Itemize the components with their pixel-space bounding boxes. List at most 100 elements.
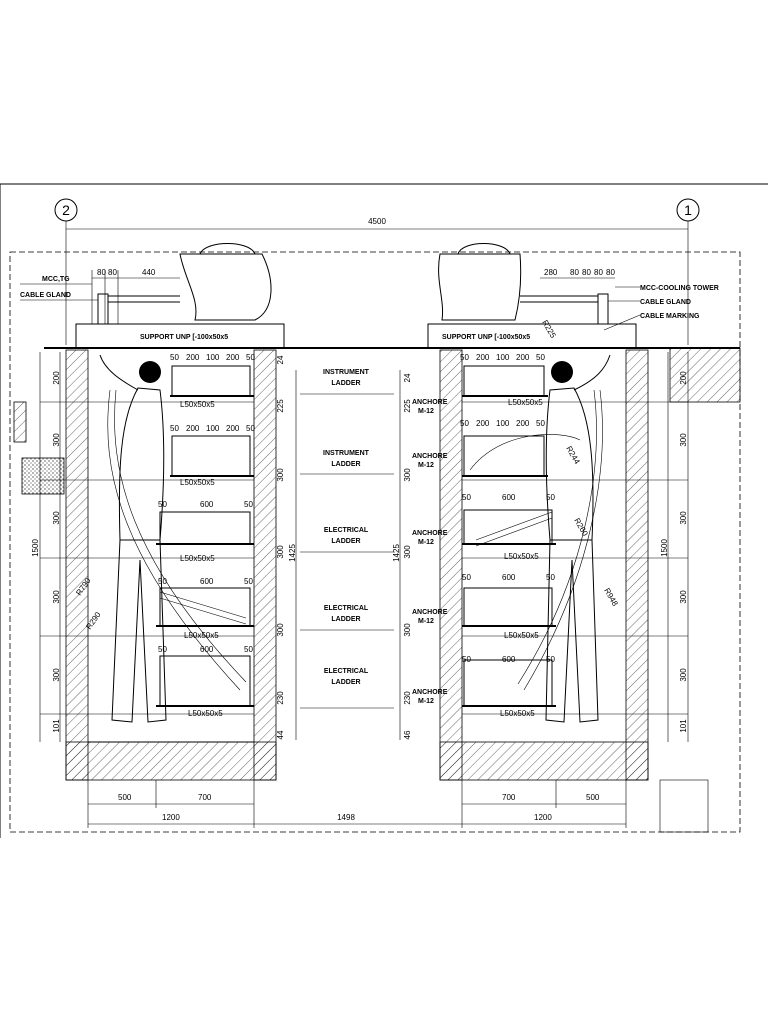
svg-text:700: 700 <box>198 793 212 802</box>
right-worker-figure: R225 R244 R260 R948 <box>469 319 620 723</box>
svg-text:50: 50 <box>244 500 253 509</box>
overall-dimension: 4500 <box>66 217 688 230</box>
svg-text:80: 80 <box>97 268 106 277</box>
svg-text:R244: R244 <box>564 445 582 467</box>
svg-text:2: 2 <box>62 202 70 218</box>
svg-text:300: 300 <box>403 545 412 559</box>
svg-text:50: 50 <box>246 424 255 433</box>
svg-text:300: 300 <box>679 590 688 604</box>
svg-text:1500: 1500 <box>31 539 40 557</box>
svg-text:100: 100 <box>206 353 220 362</box>
right-trench: SUPPORT UNP [-100x50x5 280 80 80 80 80 M… <box>427 243 719 781</box>
svg-text:24: 24 <box>403 373 412 382</box>
svg-text:225: 225 <box>276 399 285 413</box>
svg-text:300: 300 <box>679 668 688 682</box>
svg-text:600: 600 <box>502 573 516 582</box>
svg-text:600: 600 <box>502 493 516 502</box>
left-ladders: 50 200 100 200 50 L50x50x5 50 200 100 20… <box>156 353 255 718</box>
grid-marker-2: 2 <box>54 198 78 345</box>
svg-text:MCC,TG: MCC,TG <box>42 276 70 283</box>
svg-text:44: 44 <box>276 730 285 739</box>
svg-text:L50x50x5: L50x50x5 <box>500 709 535 718</box>
svg-text:80: 80 <box>582 268 591 277</box>
svg-text:100: 100 <box>496 353 510 362</box>
svg-text:50: 50 <box>546 655 555 664</box>
bottom-dimensions: 500 700 1200 1498 700 500 1200 <box>87 779 709 833</box>
grid-marker-1: 1 <box>676 198 700 345</box>
svg-text:L50x50x5: L50x50x5 <box>184 631 219 640</box>
svg-text:200: 200 <box>186 353 200 362</box>
svg-text:200: 200 <box>679 371 688 385</box>
svg-text:1425: 1425 <box>288 544 297 562</box>
left-ladder-2: 50 200 100 200 50 L50x50x5 <box>170 424 255 487</box>
svg-text:50: 50 <box>244 577 253 586</box>
svg-text:LADDER: LADDER <box>331 679 360 686</box>
svg-text:300: 300 <box>52 511 61 525</box>
svg-text:80: 80 <box>570 268 579 277</box>
svg-text:50: 50 <box>158 645 167 654</box>
left-ladder-4: 50 600 50 L50x50x5 <box>156 577 254 640</box>
ladder-labels: INSTRUMENT LADDER INSTRUMENT LADDER ELEC… <box>300 369 394 709</box>
svg-text:50: 50 <box>462 493 471 502</box>
right-vertical-dims: 200 300 300 300 300 101 1500 <box>660 371 688 733</box>
svg-text:ANCHORE: ANCHORE <box>412 399 448 406</box>
svg-text:INSTRUMENT: INSTRUMENT <box>323 369 370 376</box>
svg-text:100: 100 <box>496 419 510 428</box>
svg-text:1425: 1425 <box>392 544 401 562</box>
anchor-labels: ANCHORE M-12 ANCHORE M-12 ANCHORE M-12 A… <box>412 399 448 705</box>
svg-text:R948: R948 <box>602 587 620 609</box>
svg-text:SUPPORT UNP [-100x50x5: SUPPORT UNP [-100x50x5 <box>442 334 530 341</box>
svg-text:500: 500 <box>118 793 132 802</box>
svg-text:200: 200 <box>226 353 240 362</box>
svg-text:ANCHORE: ANCHORE <box>412 530 448 537</box>
left-ladder-3: 50 600 50 L50x50x5 <box>156 500 254 563</box>
svg-text:ANCHORE: ANCHORE <box>412 609 448 616</box>
svg-text:24: 24 <box>276 355 285 364</box>
svg-text:600: 600 <box>200 500 214 509</box>
svg-text:300: 300 <box>276 623 285 637</box>
svg-text:1: 1 <box>684 202 692 218</box>
svg-text:1200: 1200 <box>162 813 180 822</box>
svg-text:50: 50 <box>170 353 179 362</box>
svg-text:SUPPORT UNP [-100x50x5: SUPPORT UNP [-100x50x5 <box>140 334 228 341</box>
svg-text:80: 80 <box>606 268 615 277</box>
svg-text:50: 50 <box>462 655 471 664</box>
svg-text:440: 440 <box>142 268 156 277</box>
svg-text:300: 300 <box>679 433 688 447</box>
level-lines <box>40 401 688 715</box>
svg-text:ELECTRICAL: ELECTRICAL <box>324 527 369 534</box>
right-ladder-3: 50 600 50 L50x50x5 <box>462 493 556 561</box>
svg-text:50: 50 <box>536 353 545 362</box>
svg-text:L50x50x5: L50x50x5 <box>508 398 543 407</box>
svg-text:50: 50 <box>170 424 179 433</box>
svg-text:ELECTRICAL: ELECTRICAL <box>324 605 369 612</box>
svg-text:200: 200 <box>516 353 530 362</box>
left-vertical-dims: 200 300 300 300 300 101 1500 <box>31 371 61 733</box>
svg-text:300: 300 <box>403 623 412 637</box>
svg-text:1200: 1200 <box>534 813 552 822</box>
svg-text:230: 230 <box>276 691 285 705</box>
right-ladder-5: 50 600 50 L50x50x5 <box>462 655 556 718</box>
svg-text:INSTRUMENT: INSTRUMENT <box>323 450 370 457</box>
svg-text:R260: R260 <box>572 517 590 539</box>
svg-text:200: 200 <box>52 371 61 385</box>
svg-text:CABLE GLAND: CABLE GLAND <box>20 292 71 299</box>
left-tray-dims: 24 225 300 300 300 230 44 1425 <box>276 355 297 740</box>
left-ladder-1: 50 200 100 200 50 L50x50x5 <box>170 353 255 409</box>
svg-text:LADDER: LADDER <box>331 538 360 545</box>
svg-text:600: 600 <box>200 645 214 654</box>
svg-text:M-12: M-12 <box>418 408 434 415</box>
svg-text:L50x50x5: L50x50x5 <box>504 631 539 640</box>
svg-text:ANCHORE: ANCHORE <box>412 453 448 460</box>
svg-text:ANCHORE: ANCHORE <box>412 689 448 696</box>
svg-text:200: 200 <box>516 419 530 428</box>
svg-text:300: 300 <box>52 433 61 447</box>
svg-text:50: 50 <box>546 573 555 582</box>
svg-text:50: 50 <box>460 419 469 428</box>
svg-text:1500: 1500 <box>660 539 669 557</box>
right-tray-dims: 24 225 300 300 300 230 46 1425 <box>392 370 412 740</box>
svg-text:R225: R225 <box>540 319 558 341</box>
svg-text:80: 80 <box>594 268 603 277</box>
svg-text:50: 50 <box>462 573 471 582</box>
